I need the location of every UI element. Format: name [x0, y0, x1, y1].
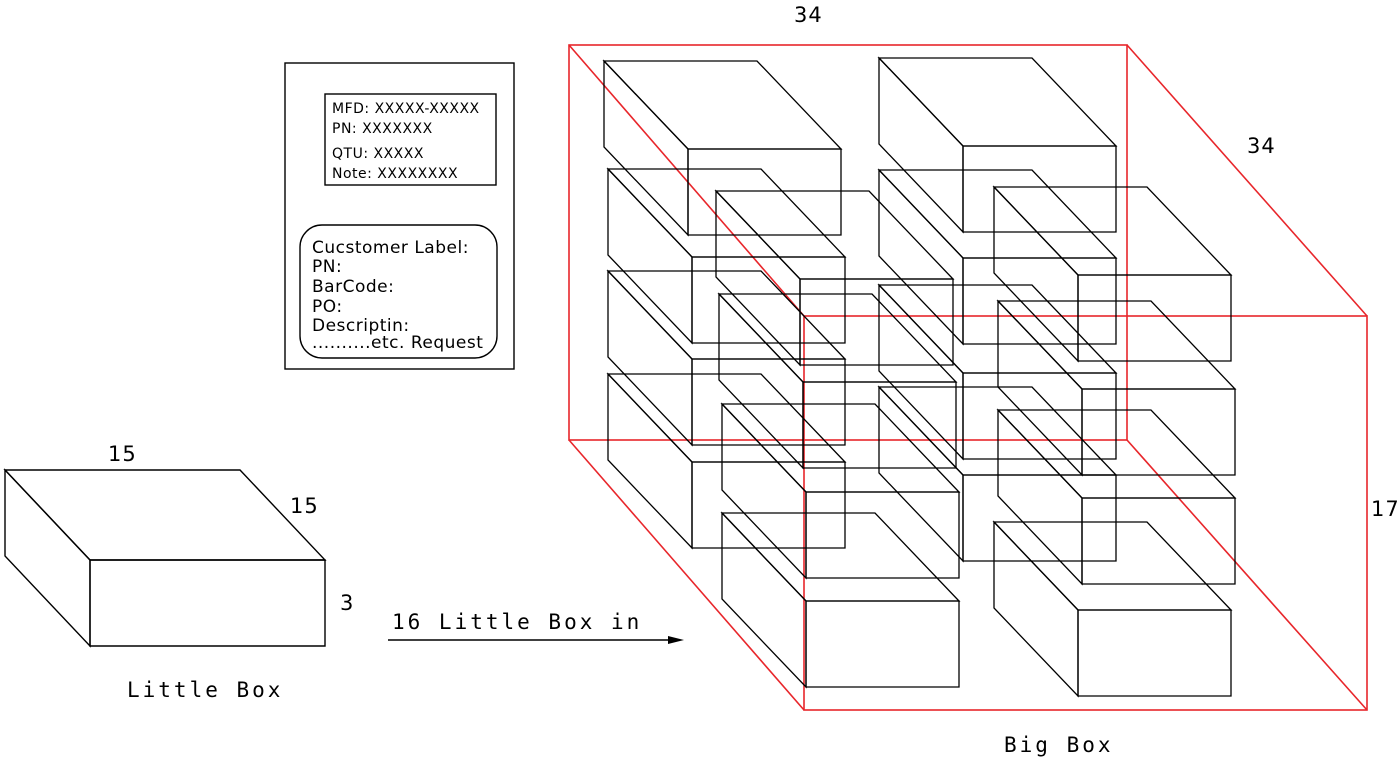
little-box-depth-dim: 15	[290, 494, 319, 518]
label-line-pn: PN: XXXXXXX	[332, 121, 433, 137]
inner-little-box	[877, 283, 1118, 461]
label-line-mfd: MFD: XXXXX-XXXXX	[332, 101, 480, 117]
customer-label-etc: ..........etc. Request	[312, 333, 483, 353]
inner-little-box	[996, 408, 1237, 586]
inner-little-box	[606, 372, 847, 550]
inner-little-box	[720, 511, 961, 689]
little-box-height-dim: 3	[340, 591, 354, 615]
label-card	[284, 62, 515, 370]
big-box-outline	[568, 44, 1368, 711]
big-box-height-dim: 17	[1371, 497, 1400, 521]
inner-little-box	[714, 189, 955, 367]
inner-little-box	[720, 402, 961, 580]
arrow-label: 16 Little Box in	[392, 610, 642, 634]
little-box-caption: Little Box	[127, 678, 283, 702]
inner-little-box	[606, 269, 847, 447]
insert-arrow	[388, 636, 684, 644]
little-box-width-dim: 15	[108, 442, 137, 466]
big-box-inner-boxes	[602, 56, 1237, 698]
little-box	[3, 468, 327, 648]
customer-label-pn: PN:	[312, 257, 342, 277]
customer-label-barcode: BarCode:	[312, 277, 394, 297]
inner-little-box	[717, 292, 958, 470]
inner-little-box	[877, 385, 1118, 563]
customer-label-po: PO:	[312, 297, 343, 317]
inner-little-box	[606, 167, 847, 345]
big-box-depth-dim: 34	[1247, 134, 1276, 158]
customer-label-title: Cucstomer Label:	[312, 238, 469, 258]
inner-little-box	[602, 59, 843, 237]
label-line-qtu: QTU: XXXXX	[332, 146, 424, 162]
big-box-width-dim: 34	[794, 3, 823, 27]
label-line-note: Note: XXXXXXXX	[332, 166, 458, 182]
big-box-caption: Big Box	[1004, 733, 1114, 757]
customer-label-description: Descriptin:	[312, 316, 410, 336]
inner-little-box	[877, 56, 1118, 234]
inner-little-box	[877, 168, 1118, 346]
inner-little-box	[992, 520, 1233, 698]
